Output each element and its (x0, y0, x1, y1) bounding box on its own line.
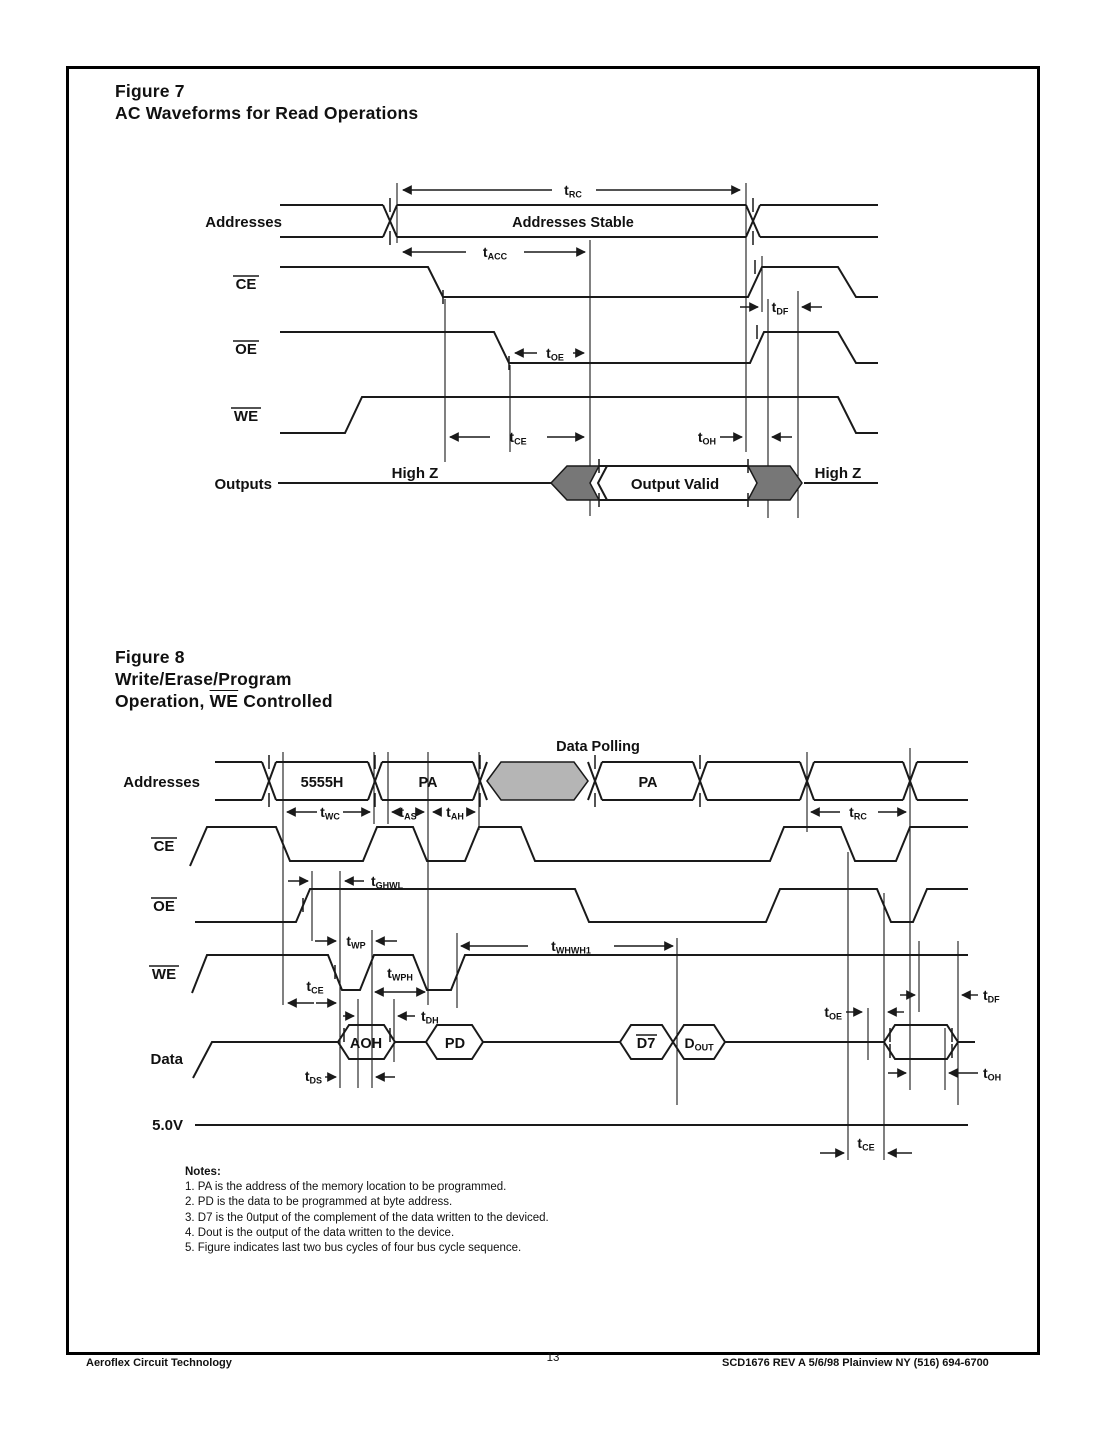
fig7-timing-arrows (402, 185, 822, 442)
fig7-output-valid-label: Output Valid (631, 476, 719, 493)
fig8-trc-label: tRC (849, 804, 867, 822)
fig8-tghwl-label: tGHWL (371, 873, 404, 891)
fig8-timing-arrows (286, 807, 978, 1158)
fig8-data-leadin (192, 1041, 338, 1079)
fig8-toh-label: tOH (983, 1065, 1001, 1083)
fig8-transition-ticks (268, 755, 953, 1058)
fig8-toe-label: tOE (824, 1004, 842, 1022)
fig8-addresses-bus (215, 761, 968, 801)
fig7-output-valid-left-notch (596, 465, 608, 501)
fig8-tdh-label: tDH (421, 1008, 439, 1026)
fig7-toe-label: tOE (546, 345, 564, 363)
notes-list: 1. PA is the address of the memory locat… (185, 1180, 549, 1256)
fig7-addresses-label: Addresses (205, 214, 282, 231)
fig7-we-label: WE (234, 408, 258, 425)
fig7-toh-label: tOH (698, 429, 716, 447)
fig8-reference-lines (282, 748, 959, 1160)
fig8-tds-label: tDS (305, 1068, 322, 1086)
figure8-title-line3: Operation, WE Controlled (115, 690, 333, 712)
fig8-ce-label: CE (154, 838, 175, 855)
notes-heading: Notes: (185, 1166, 221, 1178)
footer-company: Aeroflex Circuit Technology (86, 1352, 380, 1369)
fig8-ce-waveform (189, 826, 968, 867)
fig7-oe-waveform (280, 331, 878, 364)
fig7-highz-right-label: High Z (815, 465, 862, 482)
fig8-tdf-label: tDF (983, 987, 1000, 1005)
figure8-title-line3-suffix: Controlled (238, 691, 333, 711)
fig7-transition-ticks (389, 198, 758, 507)
figure8-title: Figure 8 Write/Erase/Program Operation, … (115, 646, 333, 712)
fig7-highz-transition-left (549, 465, 601, 501)
fig8-tah-label: tAH (446, 804, 464, 822)
fig7-tdf-label: tDF (772, 299, 789, 317)
fig7-tacc-label: tACC (483, 244, 508, 262)
fig8-twph-label: tWPH (387, 965, 413, 983)
fig8-aoh-label: AOH (350, 1036, 382, 1052)
fig8-dout-label: DOUT (684, 1035, 714, 1053)
notes-block: Notes: 1. PA is the address of the memor… (185, 1165, 549, 1256)
note-item-1: 1. PA is the address of the memory locat… (185, 1181, 507, 1194)
figure8-diagram: Data Polling Addresses CE OE WE Data 5.0… (123, 739, 1001, 1160)
note-item-2: 2. PD is the data to be programmed at by… (185, 1196, 453, 1209)
note-item-5: 5. Figure indicates last two bus cycles … (185, 1242, 522, 1255)
fig8-data-bus (192, 1024, 975, 1079)
note-item-3: 3. D7 is the 0utput of the complement of… (185, 1211, 549, 1224)
figure8-title-line1: Figure 8 (115, 647, 185, 667)
fig8-twc-label: tWC (320, 804, 340, 822)
page-border (66, 66, 1040, 1355)
fig8-tce-top-label: tCE (306, 978, 323, 996)
fig8-d7-label: D7 (637, 1036, 656, 1052)
fig8-data-polling-label: Data Polling (556, 739, 640, 755)
fig7-reference-lines (396, 183, 799, 518)
fig7-output-valid-bus (599, 465, 748, 501)
figure7-title-line2: AC Waveforms for Read Operations (115, 103, 419, 123)
fig7-we-waveform (280, 396, 878, 434)
note-item-4: 4. Dout is the output of the data writte… (185, 1226, 455, 1239)
fig8-twhwh1-label: tWHWH1 (551, 938, 591, 956)
fig8-twp-label: tWP (346, 933, 365, 951)
fig8-tas-label: tAS (399, 804, 416, 822)
fig8-supply-label: 5.0V (152, 1117, 183, 1134)
figure7-diagram: Addresses CE OE WE Outputs Addresses Sta… (205, 182, 878, 518)
fig7-ce-waveform (280, 266, 878, 298)
fig8-oe-label: OE (153, 898, 175, 915)
figure8-title-we-overlined: WE (209, 691, 239, 711)
fig8-data-polling-segment (486, 761, 589, 801)
footer-doc-info: SCD1676 REV A 5/6/98 Plainview NY (516) … (722, 1352, 1010, 1369)
figure8-title-line2: Write/Erase/Program (115, 669, 292, 689)
figure7-title-line1: Figure 7 (115, 81, 185, 101)
fig7-addresses-bus (280, 204, 878, 238)
fig7-ce-label: CE (236, 276, 257, 293)
fig8-we-waveform (191, 954, 968, 994)
fig7-highz-transition-right (746, 465, 803, 501)
fig8-pd-label: PD (445, 1036, 465, 1052)
fig7-outputs-label: Outputs (215, 476, 273, 493)
fig7-trc-label: tRC (564, 182, 582, 200)
fig8-data-label: Data (150, 1051, 183, 1068)
fig7-tce-label: tCE (509, 429, 526, 447)
fig7-oe-label: OE (235, 341, 257, 358)
page-number: 13 (546, 1352, 560, 1364)
fig8-oe-waveform (195, 888, 968, 923)
fig8-tce-bottom-label: tCE (857, 1135, 874, 1153)
fig7-addresses-stable-label: Addresses Stable (512, 215, 634, 231)
fig8-5555h-label: 5555H (301, 775, 344, 791)
figure7-title: Figure 7 AC Waveforms for Read Operation… (115, 80, 418, 124)
fig8-float-hexagon (882, 1024, 960, 1060)
figure8-title-line3-prefix: Operation, (115, 691, 210, 711)
fig8-pa2-label: PA (638, 775, 658, 791)
fig8-we-label: WE (152, 966, 176, 983)
fig7-highz-left-label: High Z (392, 465, 439, 482)
fig8-pa1-label: PA (418, 775, 438, 791)
fig8-addresses-label: Addresses (123, 774, 200, 791)
